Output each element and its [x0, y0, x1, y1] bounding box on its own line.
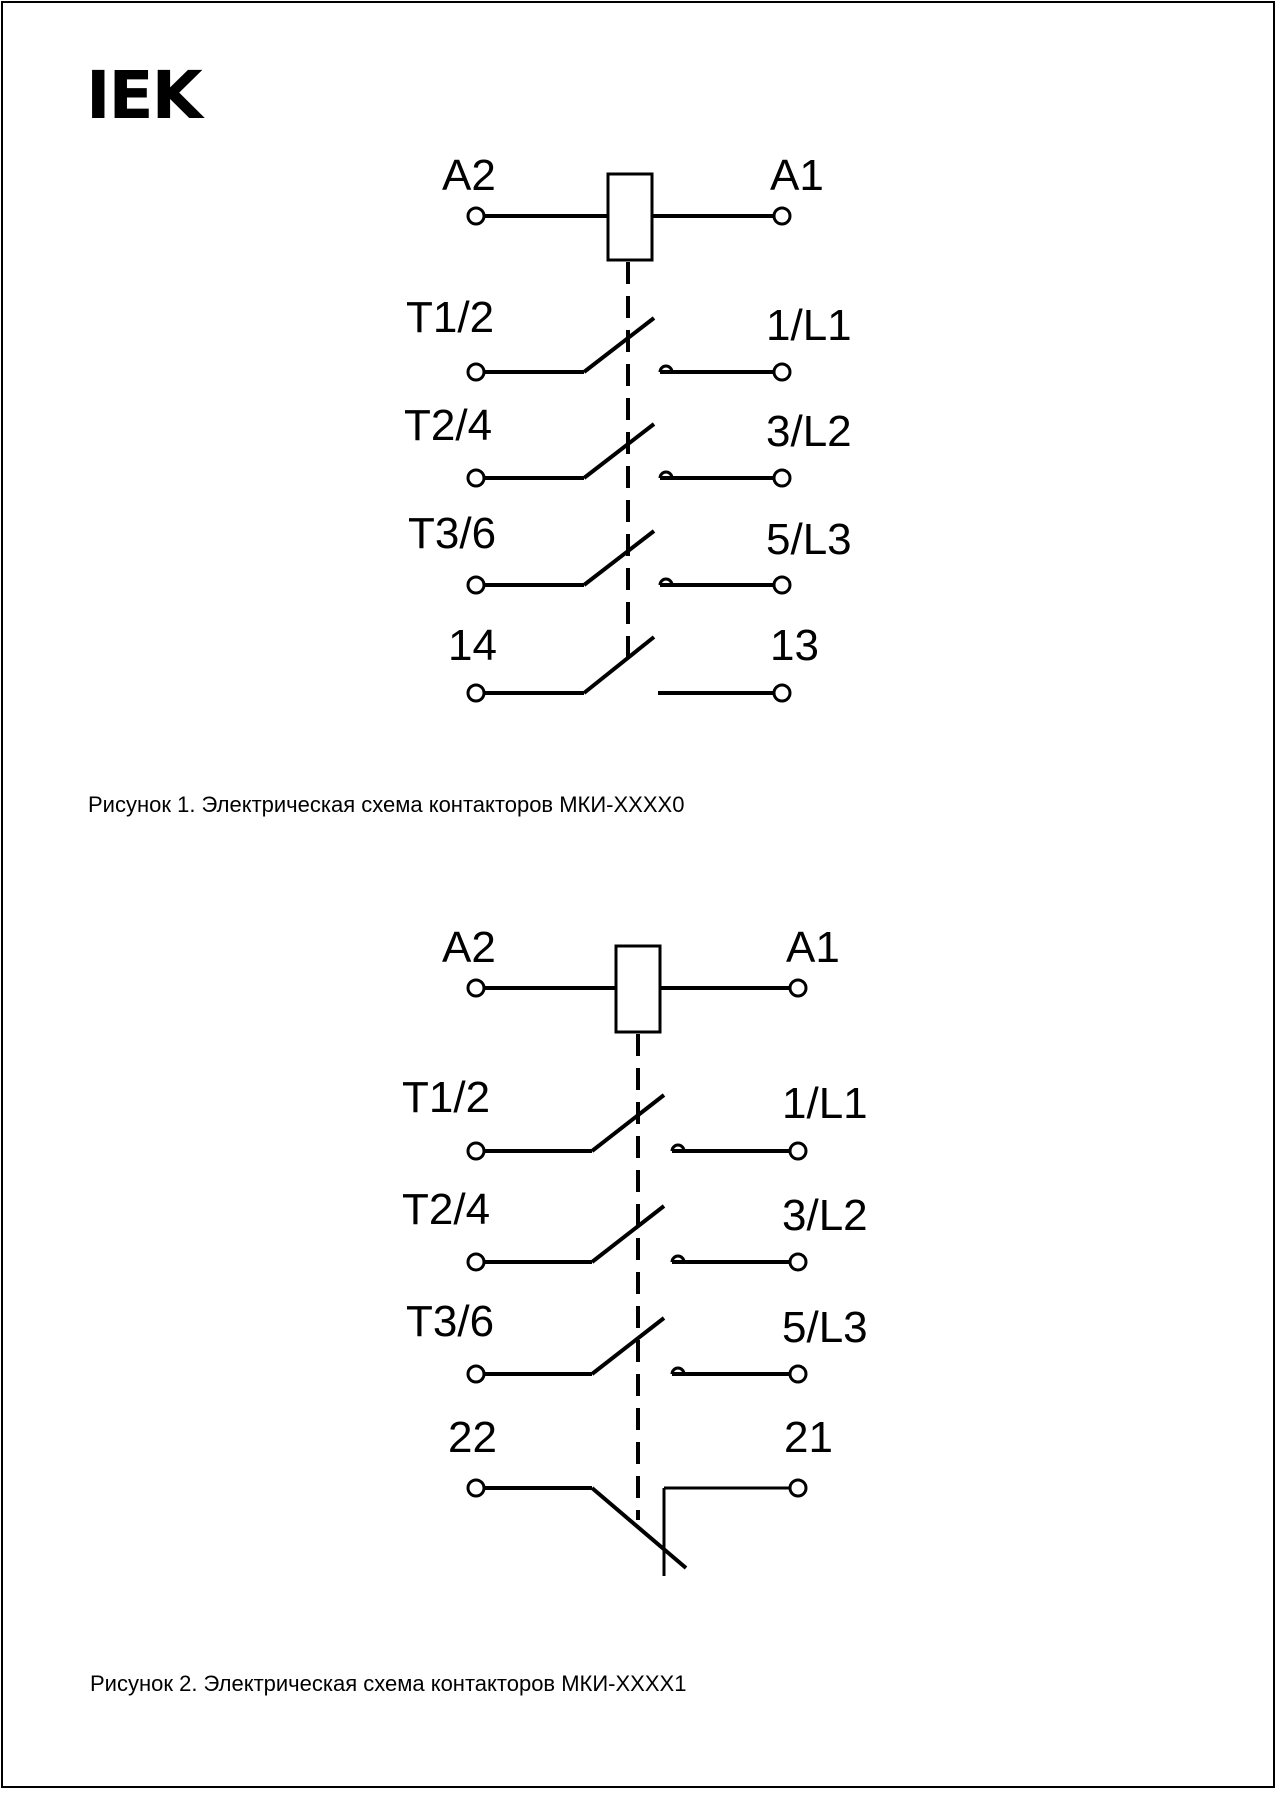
terminal-label-left: T2/4	[402, 1185, 490, 1234]
coil-row-2: A2 A1	[442, 923, 840, 1034]
terminal-label-right: 1/L1	[782, 1079, 868, 1128]
contact-row: T2/4 3/L2	[402, 1185, 868, 1272]
terminal-label-right: 5/L3	[766, 515, 852, 564]
terminal-label-right: 1/L1	[766, 301, 852, 350]
terminal-label-left: T3/6	[406, 1297, 494, 1346]
coil-label-right: A1	[770, 151, 824, 200]
diagram-1: A2 A1 T1/2 1/L1 T	[88, 151, 852, 817]
terminal-label-right: 5/L3	[782, 1303, 868, 1352]
iek-logo-text: IEK	[86, 57, 206, 134]
figure-caption: Рисунок 1. Электрическая схема контактор…	[88, 792, 684, 817]
coil-label-left: A2	[442, 923, 496, 972]
terminal-label-left: T2/4	[404, 401, 492, 450]
terminal-circle	[788, 978, 808, 998]
terminal-circle	[466, 206, 486, 226]
terminal-label-left: 14	[448, 621, 497, 670]
terminal-label-left: T3/6	[408, 509, 496, 558]
coil-box	[614, 944, 662, 1034]
contact-row: T2/4 3/L2	[404, 401, 852, 488]
terminal-label-right: 3/L2	[766, 407, 852, 456]
diagram-2: A2 A1 T1/2 1/L1 T2/4	[90, 923, 868, 1696]
terminal-label-left: 22	[448, 1413, 497, 1462]
terminal-label-left: T1/2	[402, 1073, 490, 1122]
iek-logo: IEK	[86, 57, 208, 134]
contact-row: T3/6 5/L3	[408, 509, 852, 595]
contact-row-nc: 22 21	[448, 1413, 833, 1576]
contact-row: T1/2 1/L1	[406, 293, 852, 382]
terminal-label-right: 13	[770, 621, 819, 670]
terminal-label-right: 3/L2	[782, 1191, 868, 1240]
terminal-label-left: T1/2	[406, 293, 494, 342]
contact-row: T3/6 5/L3	[406, 1297, 868, 1384]
contact-row: 14 13	[448, 621, 819, 703]
terminal-circle	[466, 978, 486, 998]
coil-label-right: A1	[786, 923, 840, 972]
terminal-label-right: 21	[784, 1413, 833, 1462]
coil-box	[606, 172, 654, 262]
coil-row-1: A2 A1	[442, 151, 824, 262]
figure-caption: Рисунок 2. Электрическая схема контактор…	[90, 1671, 686, 1696]
terminal-circle	[772, 206, 792, 226]
contact-row: T1/2 1/L1	[402, 1073, 868, 1161]
coil-label-left: A2	[442, 151, 496, 200]
